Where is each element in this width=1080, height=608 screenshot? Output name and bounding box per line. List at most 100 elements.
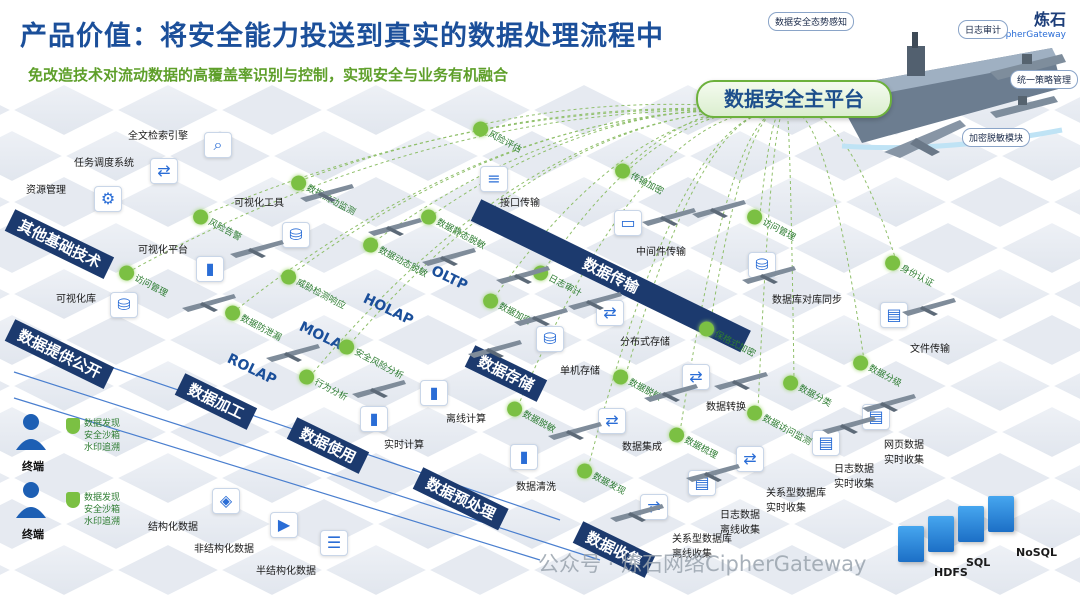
logo-name-cn: 炼石 xyxy=(1033,10,1066,29)
node-label: 非结构化数据 xyxy=(194,544,254,555)
grid-tile xyxy=(997,220,1080,276)
grid-tile xyxy=(685,496,795,552)
monitor-icon: ▭ xyxy=(614,210,642,236)
grid-tile xyxy=(893,220,1003,276)
grid-tile xyxy=(1049,554,1080,586)
chart-icon: ▮ xyxy=(360,406,388,432)
fighter-jet-icon xyxy=(514,308,568,326)
node-data-integrate: 数据集成 xyxy=(622,438,662,453)
fighter-jet-icon xyxy=(422,248,476,266)
grid-tile xyxy=(113,82,223,138)
node-label: 数据转换 xyxy=(706,402,746,413)
node-db-sync: 数据库对库同步 xyxy=(772,291,842,306)
fighter-jet-icon xyxy=(352,380,406,398)
security-link-line xyxy=(785,110,865,361)
grid-tile xyxy=(841,174,951,230)
gear-icon: ⚙ xyxy=(94,186,122,212)
db-label-sql: SQL xyxy=(966,556,991,569)
terminal-security-list: 数据发现 安全沙箱 水印追溯 xyxy=(66,492,120,527)
grid-tile xyxy=(217,542,327,598)
grid-tile xyxy=(321,266,431,322)
fighter-jet-icon xyxy=(368,218,422,236)
grid-tile xyxy=(893,312,1003,368)
node-interface-transfer: 接口传输 xyxy=(500,194,540,209)
grid-tile xyxy=(529,82,639,138)
node-label: 文件传输 xyxy=(910,344,950,355)
node-label: 数据库对库同步 xyxy=(772,295,842,306)
node-file-transfer: 文件传输 xyxy=(910,340,950,355)
grid-tile xyxy=(633,174,743,230)
node-label: 关系型数据库 离线收集 xyxy=(672,534,732,560)
server-icon xyxy=(958,506,984,542)
grid-tile xyxy=(789,312,899,368)
node-label: 任务调度系统 xyxy=(74,158,134,169)
flow-icon: ⇄ xyxy=(736,446,764,472)
db-label-nosql: NoSQL xyxy=(1016,546,1058,559)
grid-tile xyxy=(997,128,1080,184)
fighter-jet-icon xyxy=(714,372,768,390)
flow-line xyxy=(13,371,601,561)
fighter-jet-icon xyxy=(644,384,698,402)
node-label: 分布式存储 xyxy=(620,337,670,348)
node-log-offline: 日志数据 离线收集 xyxy=(720,506,760,536)
flow-icon: ⇄ xyxy=(598,408,626,434)
user-icon xyxy=(16,414,46,450)
brand-logo: 炼石 CipherGateway xyxy=(997,6,1066,40)
terminal-security-list: 数据发现 安全沙箱 水印追溯 xyxy=(66,418,120,453)
page-subtitle: 免改造技术对流动数据的高覆盖率识别与控制，实现安全与业务有机融合 xyxy=(28,66,509,84)
node-label: 中间件传输 xyxy=(636,247,686,258)
server-icon xyxy=(928,516,954,552)
grid-tile xyxy=(737,542,847,598)
security-item: 数据发现 xyxy=(84,419,121,429)
fighter-jet-icon xyxy=(266,344,320,362)
node-distributed-storage: 分布式存储 xyxy=(620,333,670,348)
security-item: 数据发现 xyxy=(84,493,121,503)
node-label: 数据集成 xyxy=(622,442,662,453)
node-label: 结构化数据 xyxy=(148,522,198,533)
grid-tile xyxy=(9,82,119,138)
grid-tile xyxy=(373,312,483,368)
grid-tile xyxy=(113,450,223,506)
fighter-jet-icon xyxy=(822,416,876,434)
grid-tile xyxy=(1049,186,1080,218)
node-data-convert: 数据转换 xyxy=(706,398,746,413)
node-label: 数据清洗 xyxy=(516,482,556,493)
fighter-jet-icon xyxy=(568,292,622,310)
node-label: 资源管理 xyxy=(26,185,66,196)
node-resource-management: 资源管理 xyxy=(26,181,66,196)
grid-tile xyxy=(1049,278,1080,310)
watermark-text: 公众号 · 炼石网络CipherGateway xyxy=(538,552,867,576)
grid-tile xyxy=(373,404,483,460)
node-task-scheduler: 任务调度系统 xyxy=(74,154,134,169)
node-single-storage: 单机存储 xyxy=(560,362,600,377)
flow-icon: ⇄ xyxy=(150,158,178,184)
node-realtime-compute: 实时计算 xyxy=(384,436,424,451)
chart-icon: ▮ xyxy=(196,256,224,282)
security-item: 水印追溯 xyxy=(84,443,121,453)
security-item: 安全沙箱 xyxy=(84,505,121,515)
node-offline-compute: 离线计算 xyxy=(446,410,486,425)
video-icon: ▶ xyxy=(270,512,298,538)
grid-tile xyxy=(0,496,67,552)
fighter-jet-icon xyxy=(230,240,284,258)
ship-label-audit: 日志审计 xyxy=(958,20,1009,39)
grid-tile xyxy=(581,128,691,184)
file-icon: ▤ xyxy=(812,430,840,456)
fighter-jet-icon xyxy=(468,340,522,358)
file-icon: ▤ xyxy=(880,302,908,328)
node-unstructured: 非结构化数据 xyxy=(194,540,254,555)
fighter-jet-illustration xyxy=(884,120,966,158)
grid-tile xyxy=(997,312,1080,368)
node-label: 半结构化数据 xyxy=(256,566,316,577)
fighter-jet-icon xyxy=(182,294,236,312)
grid-tile xyxy=(0,404,67,460)
data-security-platform: 数据安全主平台 xyxy=(696,80,892,118)
grid-tile xyxy=(0,562,15,578)
grid-tile xyxy=(997,496,1080,552)
chart-icon: ▮ xyxy=(510,444,538,470)
grid-tile xyxy=(841,358,951,414)
node-middleware-transfer: 中间件传输 xyxy=(636,243,686,258)
node-fulltext-search: 全文检索引擎 xyxy=(128,127,188,142)
grid-tile xyxy=(9,542,119,598)
server-icon xyxy=(898,526,924,562)
